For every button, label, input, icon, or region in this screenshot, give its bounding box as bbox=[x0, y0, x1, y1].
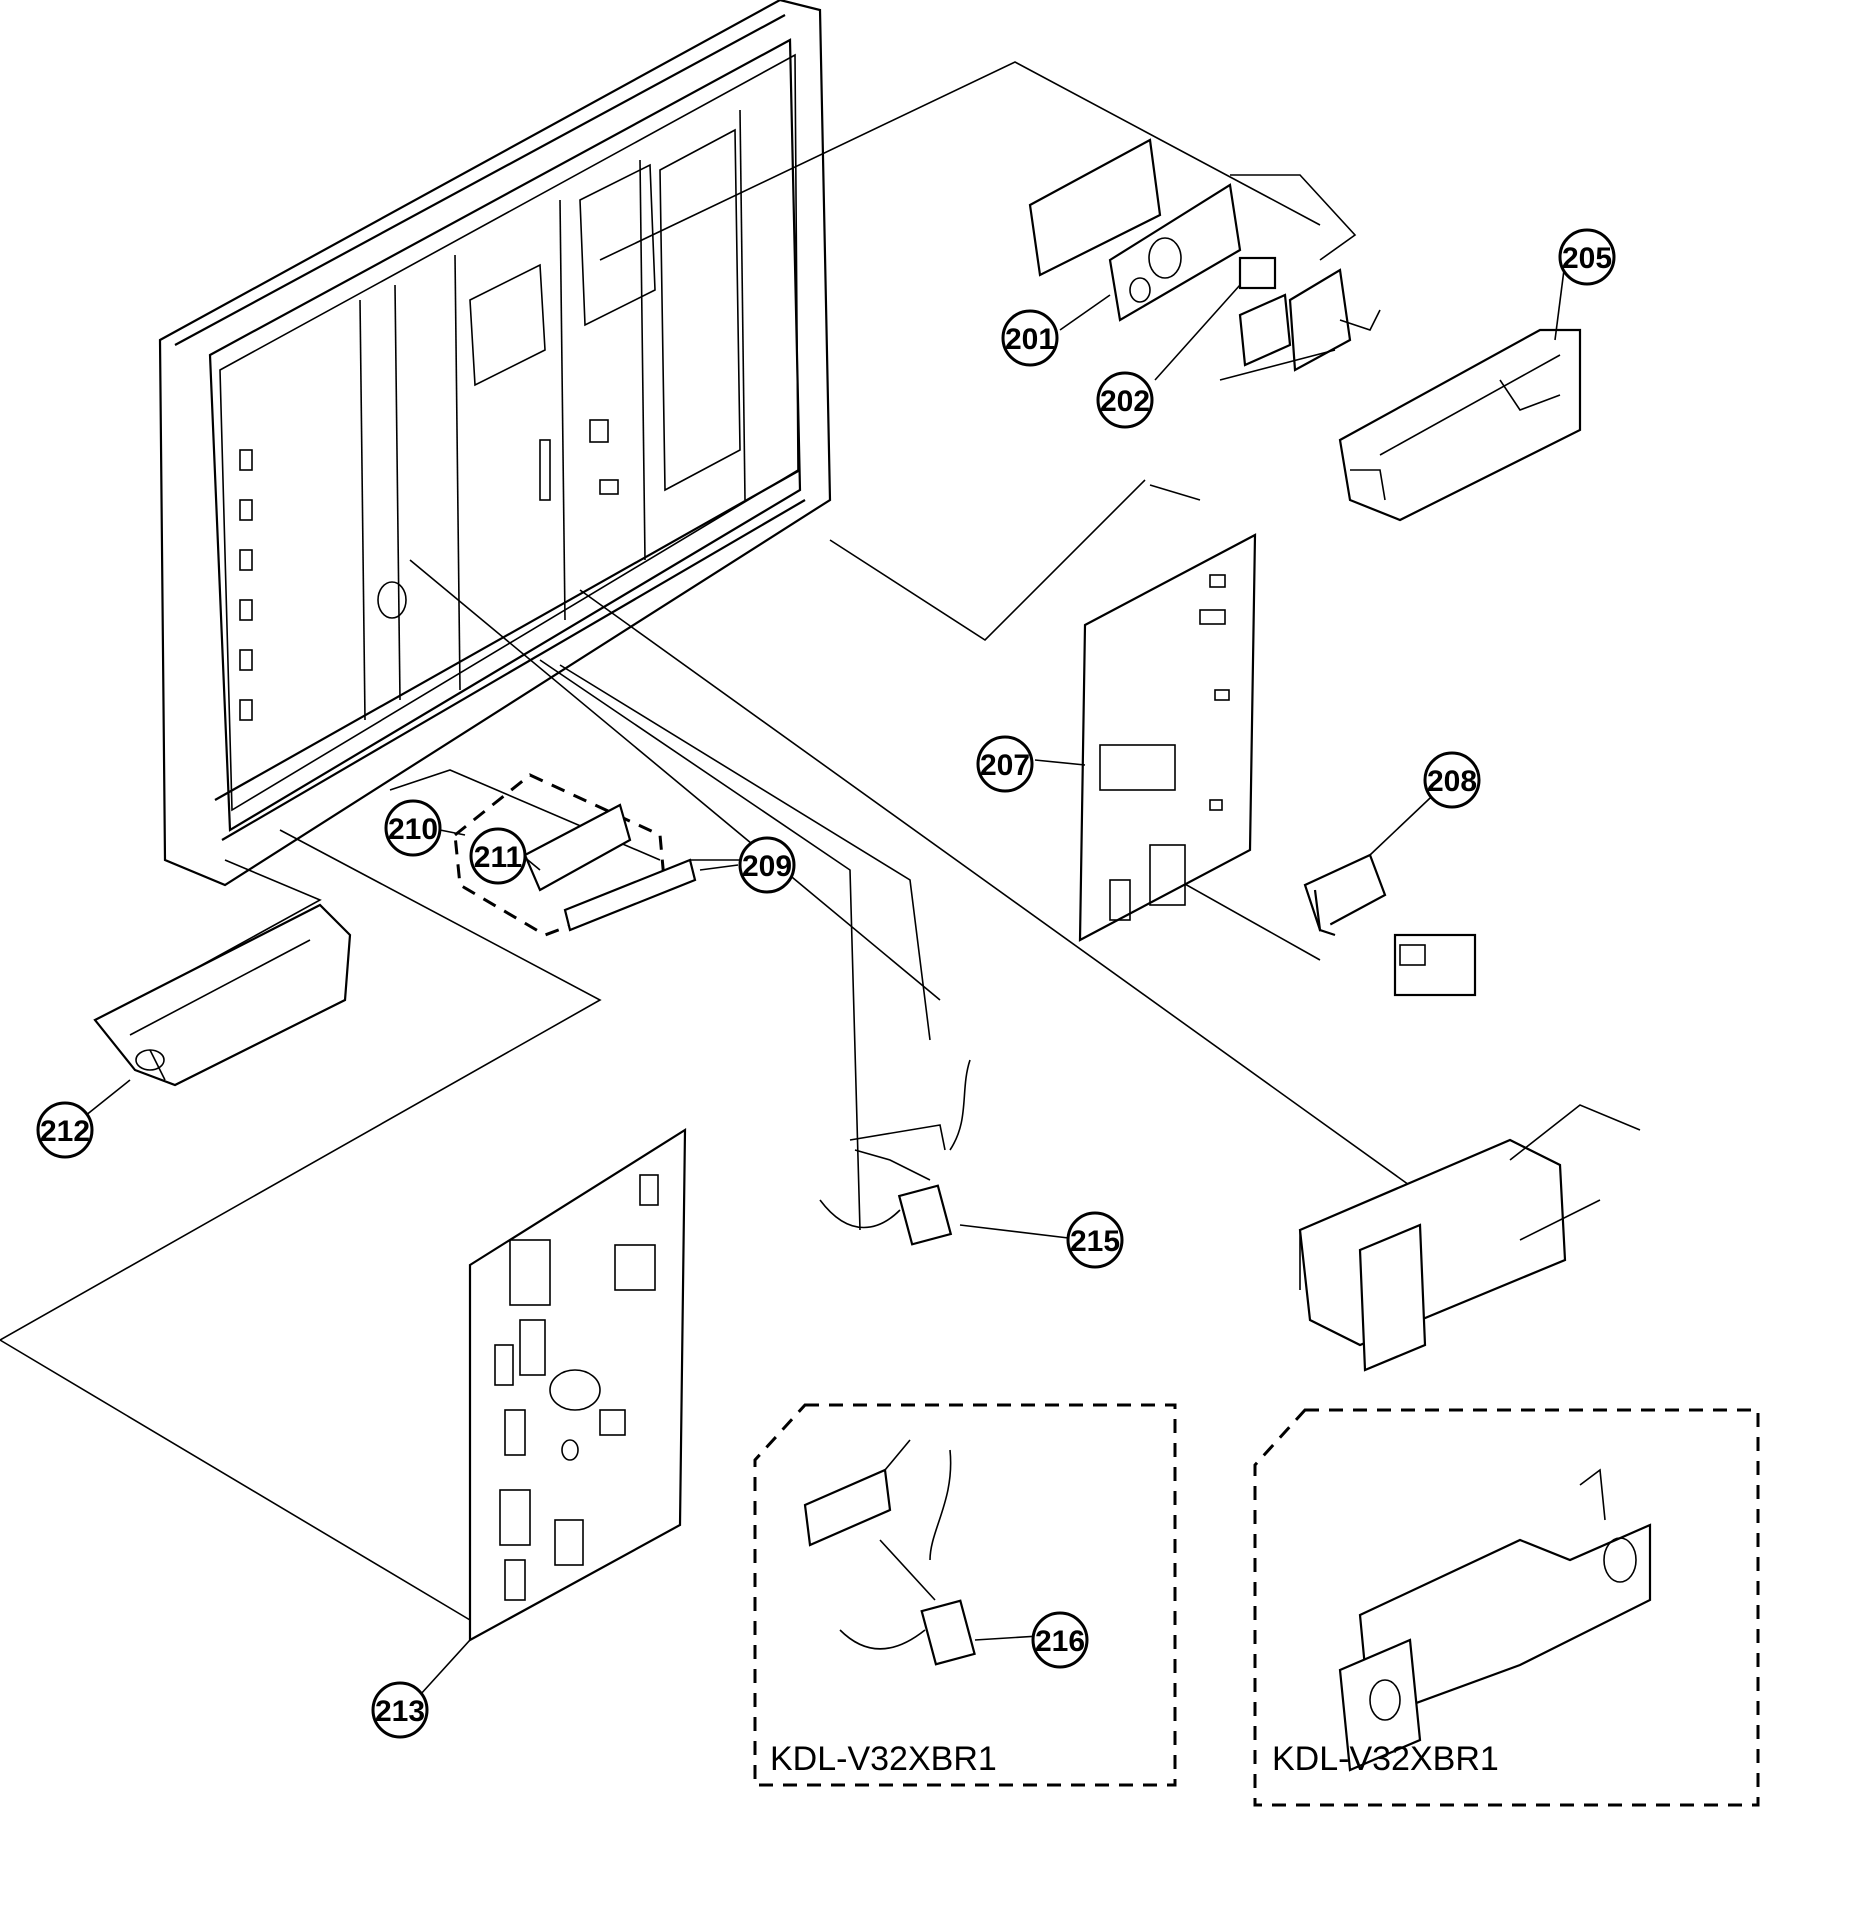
part-label-207: 207 bbox=[976, 735, 1034, 793]
svg-text:202: 202 bbox=[1100, 385, 1150, 418]
part-label-211: 211 bbox=[469, 827, 527, 885]
svg-text:201: 201 bbox=[1005, 323, 1055, 356]
part-201-202-assembly bbox=[1028, 138, 1381, 381]
model-label-1: KDL-V32XBR1 bbox=[770, 1740, 997, 1778]
part-label-202: 202 bbox=[1096, 371, 1154, 429]
svg-text:208: 208 bbox=[1427, 765, 1477, 798]
svg-text:216: 216 bbox=[1035, 1625, 1085, 1658]
variant-box-2 bbox=[1253, 1408, 1760, 1807]
part-label-215: 215 bbox=[1066, 1211, 1124, 1269]
part-213-board bbox=[468, 1127, 687, 1642]
part-207-board bbox=[1078, 533, 1257, 942]
model-label-2: KDL-V32XBR1 bbox=[1272, 1740, 1499, 1778]
svg-text:205: 205 bbox=[1562, 242, 1612, 275]
part-label-208: 208 bbox=[1423, 751, 1481, 809]
tv-rear-frame bbox=[158, 0, 832, 887]
svg-text:210: 210 bbox=[388, 813, 438, 846]
part-label-205: 205 bbox=[1558, 228, 1616, 286]
part-208 bbox=[1303, 853, 1477, 997]
part-label-210: 210 bbox=[384, 799, 442, 857]
part-label-213: 213 bbox=[371, 1681, 429, 1739]
part-210-group bbox=[453, 773, 740, 937]
part-215-harness bbox=[819, 1059, 971, 1246]
svg-text:209: 209 bbox=[742, 850, 792, 883]
part-label-216: 216 bbox=[1031, 1611, 1089, 1669]
svg-text:211: 211 bbox=[474, 841, 522, 874]
svg-text:215: 215 bbox=[1070, 1225, 1120, 1258]
variant-box-1 bbox=[753, 1403, 1177, 1787]
svg-text:213: 213 bbox=[375, 1695, 425, 1728]
leader-lines bbox=[0, 61, 1431, 1621]
right-bracket-assembly bbox=[1298, 1104, 1641, 1372]
part-label-212: 212 bbox=[36, 1101, 94, 1159]
part-212-bracket bbox=[93, 903, 352, 1087]
svg-text:207: 207 bbox=[980, 749, 1030, 782]
part-205-bracket bbox=[1338, 328, 1582, 522]
part-label-201: 201 bbox=[1001, 309, 1059, 367]
svg-text:212: 212 bbox=[40, 1115, 90, 1148]
part-label-209: 209 bbox=[738, 836, 796, 894]
